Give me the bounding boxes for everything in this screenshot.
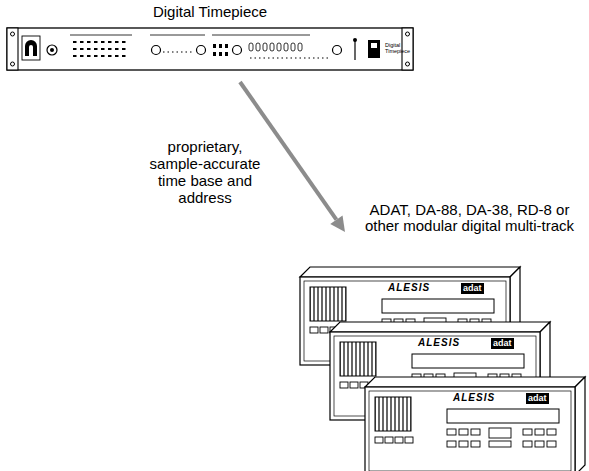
model-badge: adat	[461, 283, 484, 294]
multitrack-stack: ADAT, DA-88, DA-38, RD-8 or other modula…	[300, 232, 587, 471]
brand-logo: ALESIS	[418, 337, 460, 349]
model-badge: adat	[491, 338, 514, 349]
node-heading: ADAT, DA-88, DA-38, RD-8 or other modula…	[362, 202, 577, 234]
brand-logo: ALESIS	[453, 392, 495, 404]
panel-text: Digital Timepiece	[385, 43, 403, 55]
timepiece-unit: Digital Timepiece	[5, 0, 417, 76]
brand-logo: ALESIS	[388, 282, 430, 294]
edge-label: proprietary, sample-accurate time base a…	[142, 138, 268, 206]
model-badge: adat	[526, 393, 549, 404]
node-heading: Digital Timepiece	[115, 4, 305, 20]
